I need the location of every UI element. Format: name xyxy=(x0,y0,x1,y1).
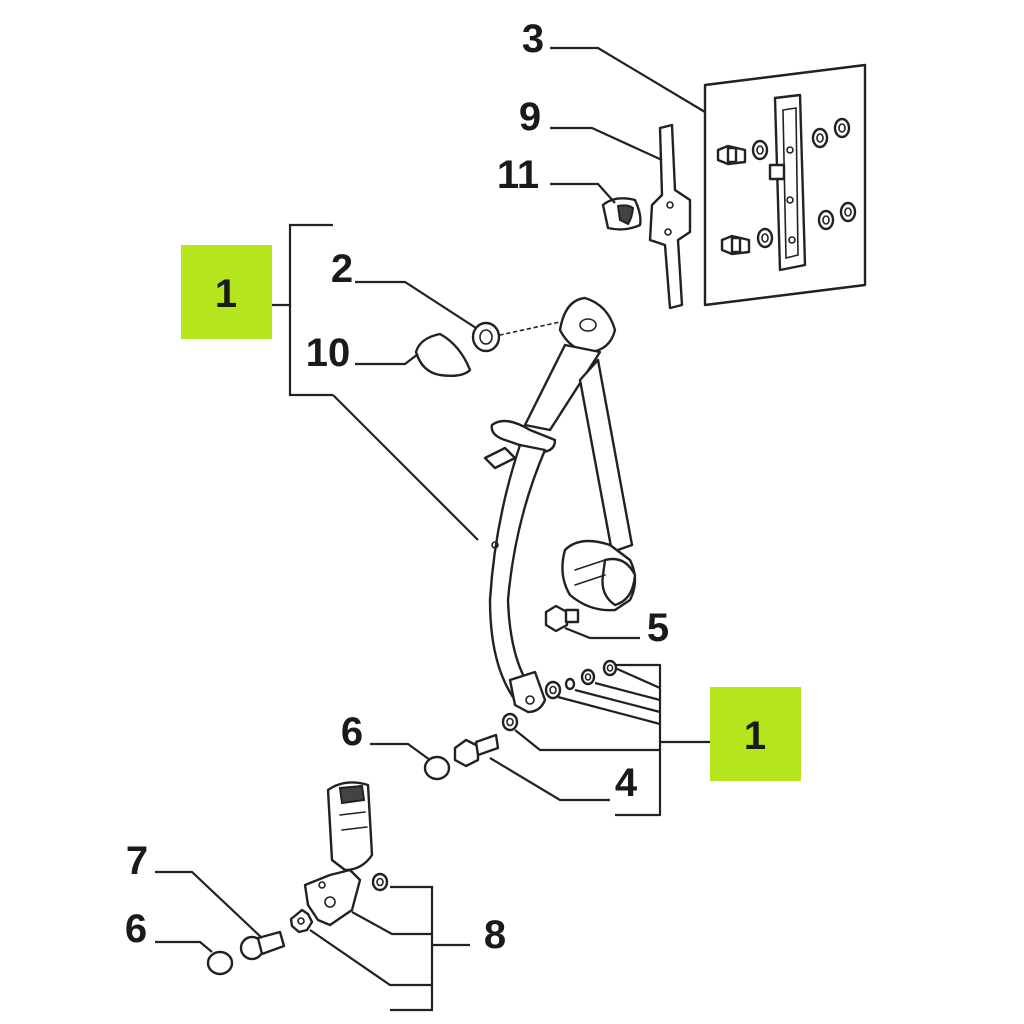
callout-11: 11 xyxy=(497,153,539,197)
badge-label-right: 1 xyxy=(744,714,766,758)
callout-10: 10 xyxy=(306,331,351,375)
callout-6a: 6 xyxy=(341,710,363,754)
callout-8: 8 xyxy=(484,913,506,957)
leader-lines xyxy=(155,46,710,1012)
bolt-icon xyxy=(716,144,751,256)
trim-strip-icon xyxy=(648,123,692,310)
cover-icon xyxy=(601,197,642,231)
washer-icon-row xyxy=(501,659,618,732)
buckle-icon xyxy=(326,781,374,872)
callout-2: 2 xyxy=(331,247,353,291)
retractor-icon xyxy=(561,539,637,612)
callout-6b: 6 xyxy=(125,907,147,951)
assembly-badge-right: 1 xyxy=(710,687,801,781)
seat-belt-assembly-icon xyxy=(483,296,634,714)
cap-icon xyxy=(414,332,472,378)
callout-9: 9 xyxy=(519,95,541,139)
callout-4: 4 xyxy=(615,761,638,805)
assembly-badge-left: 1 xyxy=(181,245,272,339)
washer-icon-star xyxy=(289,908,314,934)
badge-label-left: 1 xyxy=(215,272,237,316)
bolt-icon-4 xyxy=(453,733,500,768)
washer-icon xyxy=(751,117,857,249)
callout-7: 7 xyxy=(126,839,148,883)
bolt-icon-5 xyxy=(544,604,580,633)
bolt-icon-7 xyxy=(239,930,286,961)
cap-icon-6b xyxy=(206,950,234,976)
nut-icon xyxy=(471,321,561,353)
height-adjuster-inset xyxy=(703,63,867,307)
callout-5: 5 xyxy=(647,606,669,650)
anchor-plate-icon xyxy=(303,868,389,927)
cap-icon-6a xyxy=(423,755,451,781)
height-adjuster-icon xyxy=(768,93,807,272)
callout-3: 3 xyxy=(522,17,544,61)
